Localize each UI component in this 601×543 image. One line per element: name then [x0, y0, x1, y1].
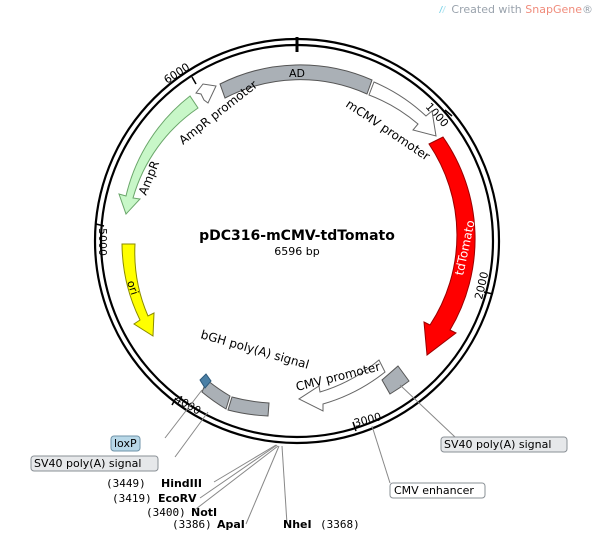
feature-mcmv-promoter [368, 81, 437, 137]
site-apai-name: ApaI [217, 518, 245, 531]
watermark-mark: ® [582, 3, 593, 16]
feature-bgh-polyA-block [201, 379, 231, 410]
plasmid-length: 6596 bp [274, 245, 319, 258]
tick-4000: 4000 [171, 392, 204, 418]
feature-tdtomato [423, 136, 476, 356]
snapgene-logo-icon [438, 4, 447, 13]
tick-label-6000: 6000 [162, 60, 193, 86]
callout-lines [164, 384, 456, 525]
feature-loxp-mark [199, 373, 212, 389]
site-ecorv-name: EcoRV [158, 492, 197, 505]
tick-6000: 6000 [162, 60, 197, 87]
tick-3000: 3000 [352, 410, 383, 432]
callout-sv40-left-box [30, 455, 159, 472]
callout-sv40-left-label: SV40 poly(A) signal [34, 457, 141, 470]
callout-cmv-enhancer-box [389, 482, 486, 499]
feature-ampr-promoter [195, 83, 217, 104]
site-nhei-name: NheI [283, 518, 312, 531]
site-apai-pos: (3386) [172, 518, 212, 531]
site-nhei: NheI (3368) [283, 518, 360, 531]
site-ecorv-pos: (3419) [112, 492, 152, 505]
site-nhei-pos: (3368) [320, 518, 360, 531]
feature-cmv-promoter [297, 359, 386, 412]
feature-ad [219, 64, 373, 99]
site-hindiii-name: HindIII [161, 477, 202, 490]
feature-sv40-polyA-left-block [227, 396, 270, 417]
watermark-brand: SnapGene [525, 3, 582, 16]
site-hindiii-pos: (3449) [106, 477, 146, 490]
site-ecorv: (3419) EcoRV [112, 492, 197, 505]
callout-sv40-right-box [440, 436, 568, 453]
site-noti: (3400) NotI [146, 506, 217, 519]
site-noti-name: NotI [191, 506, 217, 519]
feature-ori [121, 243, 155, 337]
tick-label-4000: 4000 [173, 392, 204, 417]
site-hindiii: (3449) HindIII [106, 477, 202, 490]
callout-sv40-right-label: SV40 poly(A) signal [444, 438, 551, 451]
feature-bgh-label: bGH poly(A) signal [199, 327, 311, 371]
site-noti-pos: (3400) [146, 506, 186, 519]
feature-ad-label: AD [289, 67, 305, 80]
watermark-prefix: Created with [451, 3, 526, 16]
tick-label-2000: 2000 [472, 270, 491, 300]
callout-loxp-box [110, 435, 141, 452]
tick-label-5000: 5000 [96, 228, 109, 256]
tick-5000: 5000 [95, 223, 109, 256]
snapgene-watermark: Created with SnapGene® [438, 3, 593, 16]
site-apai: (3386) ApaI [172, 518, 245, 531]
tick-2000: 2000 [472, 270, 494, 301]
feature-ampr [118, 95, 199, 215]
plasmid-name: pDC316-mCMV-tdTomato [199, 228, 395, 244]
feature-ori-label: ori [124, 279, 141, 297]
callout-loxp-label: loxP [114, 437, 137, 450]
callout-cmv-enhancer-label: CMV enhancer [394, 484, 474, 497]
feature-sv40-polyA-right-block [381, 365, 410, 395]
